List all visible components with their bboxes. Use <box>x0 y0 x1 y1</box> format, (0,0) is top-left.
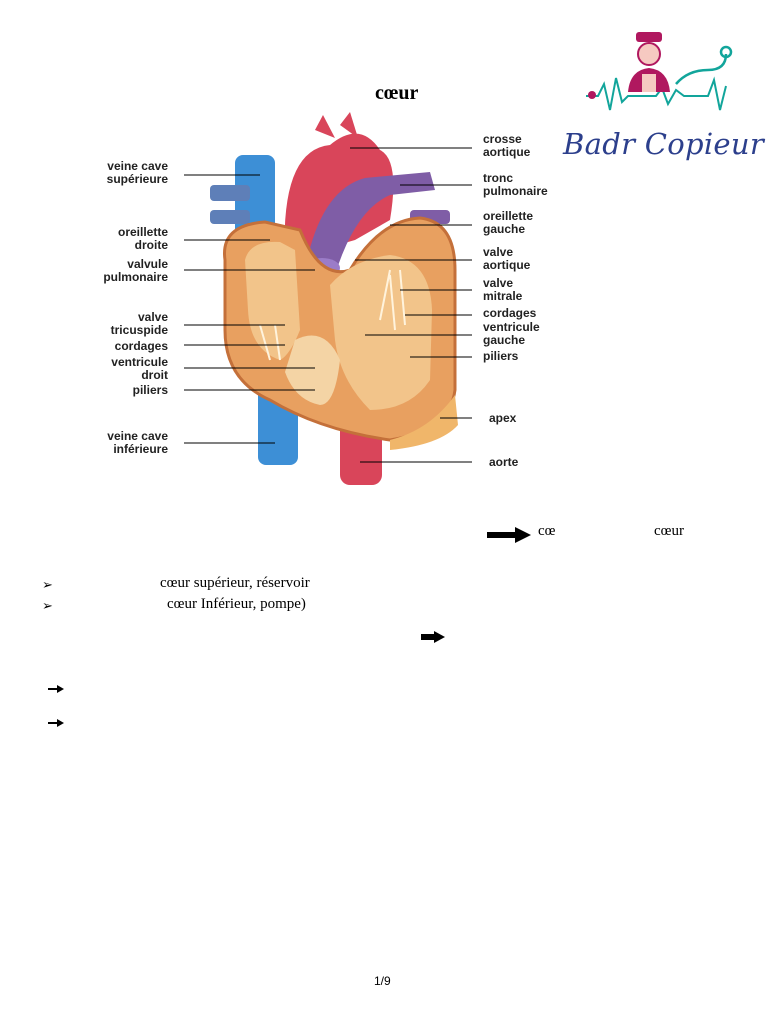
bullet-text: cœur Inférieur, pompe) <box>167 596 306 613</box>
label-chordae-right: cordages <box>90 340 168 353</box>
label-right-atrium: oreillette droite <box>90 226 168 252</box>
label-aortic-arch: crosse aortique <box>483 133 530 159</box>
page-number: 1/9 <box>374 974 391 988</box>
arrow-line-right-text: cœur <box>654 523 684 540</box>
page-title: cœur <box>375 82 418 105</box>
bullet-text: cœur supérieur, réservoir <box>160 575 310 592</box>
label-mitral-valve: valve mitrale <box>483 277 522 303</box>
label-left-atrium: oreillette gauche <box>483 210 533 236</box>
label-aortic-valve: valve aortique <box>483 246 530 272</box>
logo-text: Badr Copieur <box>563 127 764 161</box>
label-tricuspid-valve: valve tricuspide <box>90 311 168 337</box>
label-apex: apex <box>489 412 516 425</box>
label-pulmonary-valve: valvule pulmonaire <box>90 258 168 284</box>
label-right-ventricle: ventricule droit <box>90 356 168 382</box>
right-arrow-icon <box>48 685 64 693</box>
label-aorta: aorte <box>489 456 518 469</box>
right-arrow-icon <box>487 527 531 543</box>
right-arrow-icon <box>421 631 445 643</box>
label-inferior-vena-cava: veine cave inférieure <box>90 430 168 456</box>
arrow-line-left-text: cœ <box>538 523 556 540</box>
label-superior-vena-cava: veine cave supérieure <box>90 160 168 186</box>
bullet-marker: ➢ <box>42 598 53 614</box>
label-chordae-left: cordages <box>483 307 536 320</box>
label-papillary-left: piliers <box>483 350 518 363</box>
label-papillary-right: piliers <box>90 384 168 397</box>
label-pulmonary-trunk: tronc pulmonaire <box>483 172 548 198</box>
bullet-marker: ➢ <box>42 577 53 593</box>
label-left-ventricle: ventricule gauche <box>483 321 540 347</box>
right-arrow-icon <box>48 719 64 727</box>
